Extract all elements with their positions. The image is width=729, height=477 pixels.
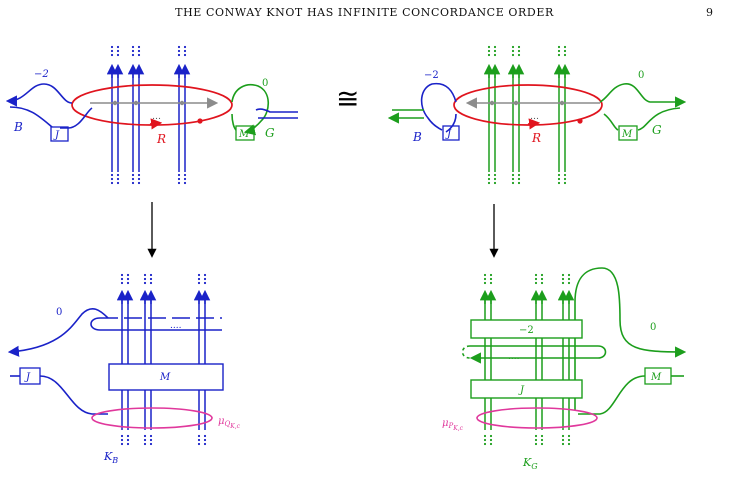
br-mu-label: μPK,c xyxy=(442,418,464,432)
label-G: G xyxy=(265,126,275,140)
blue-curve-B xyxy=(5,83,73,107)
tr-label-G: G xyxy=(652,123,662,137)
tr-box-J: J xyxy=(445,129,452,140)
strand-dots xyxy=(110,45,187,185)
running-title: THE CONWAY KNOT HAS INFINITE CONCORDANCE… xyxy=(175,6,554,19)
mu-curve-Q xyxy=(91,407,213,429)
label-R: R xyxy=(156,132,166,146)
dots: … xyxy=(152,112,161,122)
diagram-bottom-left xyxy=(7,273,224,446)
tr-framing-minus2: −2 xyxy=(424,70,439,81)
page-header: THE CONWAY KNOT HAS INFINITE CONCORDANCE… xyxy=(0,6,729,28)
tr-label-R: R xyxy=(531,131,541,145)
framing-minus2: −2 xyxy=(34,69,49,80)
br-box-minus2: −2 xyxy=(519,325,534,336)
br-k-label: KG xyxy=(522,456,538,471)
tr-dots: … xyxy=(530,112,539,122)
br-box-J: J xyxy=(518,385,525,396)
bl-dots: .... xyxy=(170,321,182,331)
congruent-symbol: ≅ xyxy=(336,82,359,115)
bl-box-M: M xyxy=(159,372,171,383)
br-box-M: M xyxy=(650,372,662,383)
label-B: B xyxy=(13,120,23,134)
br-dots: .... xyxy=(508,352,520,362)
diagram-top-left xyxy=(5,45,298,185)
tr-label-B: B xyxy=(412,130,422,144)
bl-mu-label: μQK,c xyxy=(218,416,241,430)
page-number: 9 xyxy=(706,6,713,19)
bl-k-label: KB xyxy=(103,450,118,465)
strand-arrows xyxy=(106,63,191,78)
framing-0: 0 xyxy=(262,78,268,89)
diagram-top-right xyxy=(387,45,687,185)
diagram-bottom-right xyxy=(461,267,687,446)
tr-box-M: M xyxy=(621,129,633,140)
mu-curve-P xyxy=(476,407,598,429)
bl-box-J: J xyxy=(24,372,31,383)
green-curve-G xyxy=(231,84,270,136)
tr-framing-0: 0 xyxy=(638,70,644,81)
br-framing-0: 0 xyxy=(650,322,656,333)
vertical-strands xyxy=(111,66,186,172)
box-J: J xyxy=(53,130,60,141)
box-M: M xyxy=(238,129,250,140)
bl-framing-0: 0 xyxy=(56,307,62,318)
